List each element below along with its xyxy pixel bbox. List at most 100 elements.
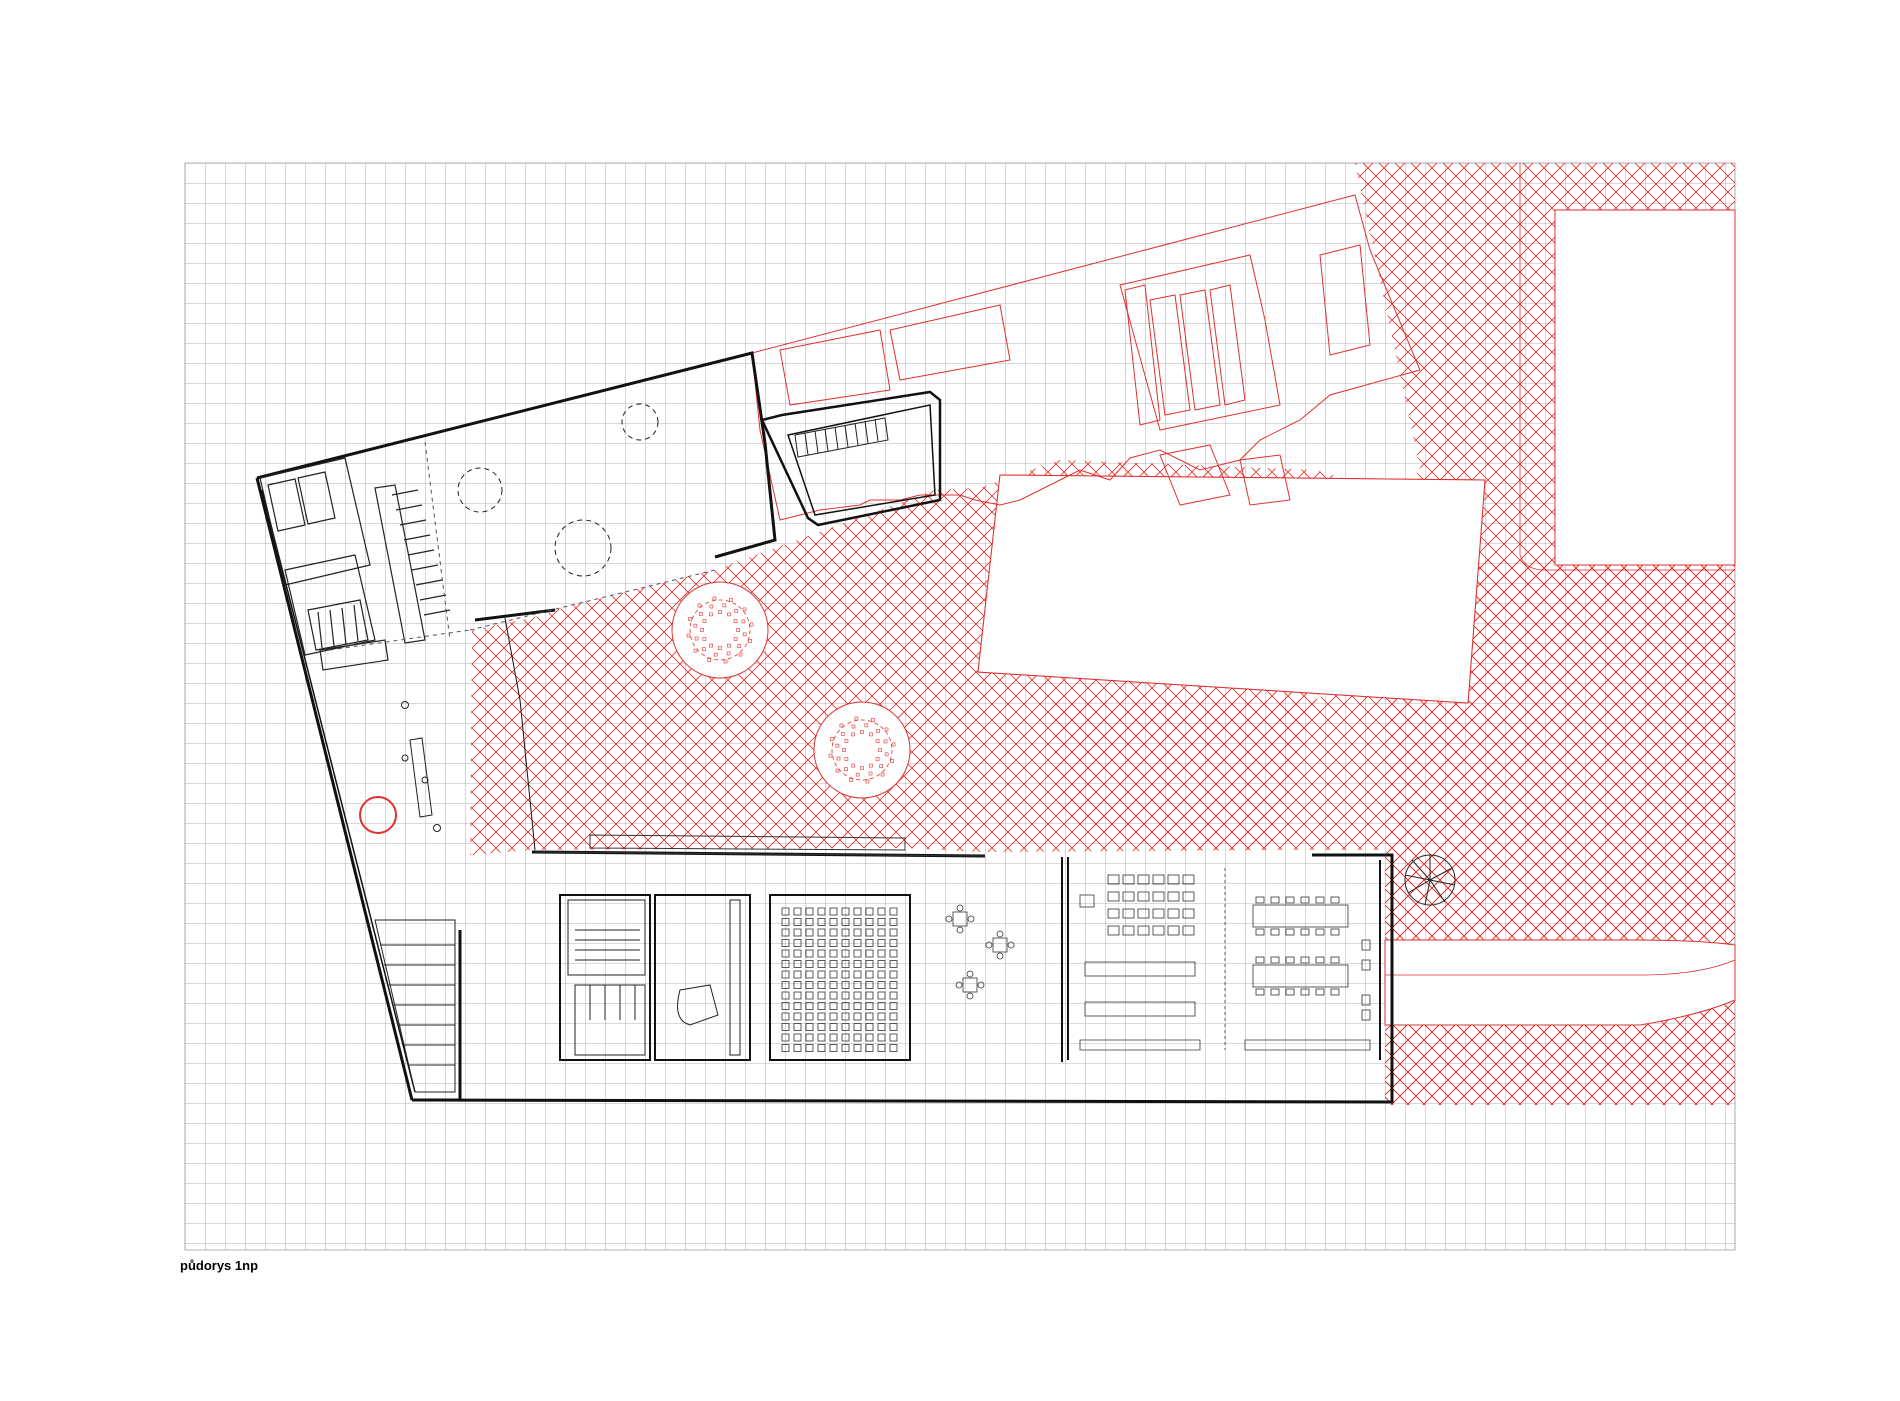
cafe-chair (966, 970, 974, 978)
auditorium-seat (877, 991, 886, 1000)
auditorium-seat (817, 939, 826, 947)
piano-room (677, 899, 741, 1056)
tree-leaf-mark (688, 617, 692, 621)
auditorium-seat (817, 1033, 826, 1042)
classroom-desk (1122, 925, 1135, 936)
tree-leaf-mark (709, 643, 713, 648)
auditorium-seat (805, 907, 814, 916)
auditorium-seat (829, 918, 838, 926)
tree-leaf-mark (723, 659, 728, 664)
tree-leaf-mark (742, 632, 747, 637)
auditorium-seat (793, 1033, 802, 1042)
tree-leaf-mark (841, 732, 845, 736)
classroom-desk (1137, 908, 1150, 919)
tree-leaf-mark (880, 772, 885, 777)
auditorium-seat (805, 991, 814, 1000)
tree-leaf-mark (844, 757, 849, 761)
tree-leaf-mark (891, 742, 896, 747)
auditorium-seat (805, 1012, 814, 1021)
tree-leaf-mark (855, 772, 860, 777)
tree-leaf-mark (748, 639, 752, 643)
tree-leaf-mark (865, 779, 870, 784)
tree-circle-2 (813, 701, 911, 799)
tree-circle-1 (671, 581, 769, 679)
auditorium-seat (889, 960, 898, 968)
auditorium-seat (877, 928, 886, 937)
classroom-desk (1167, 908, 1180, 919)
auditorium-seat (841, 949, 850, 958)
auditorium-seat (781, 1044, 790, 1052)
tree-leaf-mark (835, 743, 840, 748)
classroom-furniture (1079, 868, 1371, 1051)
tree-leaf-mark (875, 739, 880, 743)
tree-leaf-mark (842, 748, 846, 752)
auditorium-seat (865, 981, 874, 989)
tree-leaf-mark (702, 619, 707, 623)
stair-core (567, 899, 646, 1056)
auditorium-seat (889, 1023, 898, 1031)
auditorium-seat (781, 1012, 790, 1021)
auditorium-seat (781, 960, 790, 968)
tree-leaf-mark (849, 778, 853, 782)
road-cutout (1384, 939, 1736, 1026)
auditorium-seat (817, 1012, 826, 1021)
classroom-desk (1122, 891, 1135, 902)
auditorium-seat (889, 949, 898, 958)
right-block-cutout (1554, 209, 1736, 566)
auditorium-seat (853, 1002, 862, 1010)
auditorium-seat (841, 918, 850, 926)
spiral-stair (1404, 854, 1456, 906)
tree-leaf-mark (869, 732, 873, 737)
auditorium-seat (853, 1033, 862, 1042)
tree-leaf-mark (884, 727, 889, 732)
classroom-chair (1330, 988, 1340, 996)
auditorium-seat (853, 981, 862, 989)
auditorium-seat (865, 1044, 874, 1052)
auditorium-seat (889, 939, 898, 947)
auditorium-seat (781, 991, 790, 1000)
tree-leaf-mark (844, 767, 848, 771)
tree-leaf-mark (693, 623, 698, 628)
classroom-desk (1107, 925, 1120, 936)
existing-building-upper (751, 194, 1421, 521)
auditorium-seat (829, 960, 838, 968)
tree-leaf-mark (878, 748, 882, 752)
auditorium-seat (817, 949, 826, 958)
auditorium-seat (793, 928, 802, 937)
classroom-chair (1300, 956, 1310, 964)
classroom-chair (1330, 896, 1340, 904)
auditorium-seat (877, 1023, 886, 1031)
tree-leaf-mark (835, 768, 840, 773)
classroom-desk (1152, 891, 1165, 902)
dashed-zone-lines (329, 441, 716, 651)
auditorium-seat (853, 918, 862, 926)
auditorium-seat (841, 1023, 850, 1031)
auditorium-seat (853, 907, 862, 916)
classroom-chair (1285, 988, 1295, 996)
tree-leaf-mark (712, 596, 717, 601)
classroom-table (1252, 904, 1349, 928)
auditorium-seat (841, 928, 850, 937)
tree-leaf-mark (699, 612, 703, 616)
bench-strip (534, 834, 986, 857)
cafe-chair (956, 926, 964, 934)
lobby-furniture (401, 701, 441, 832)
auditorium-seat (829, 1033, 838, 1042)
lower-left-stair (374, 919, 456, 1093)
classroom-chair (1270, 928, 1280, 936)
auditorium-seat (853, 939, 862, 947)
classroom-desk (1182, 874, 1195, 885)
tree-leaf-mark (693, 648, 698, 653)
service-rooms (259, 457, 451, 671)
auditorium-seat (817, 907, 826, 916)
auditorium-seat (889, 907, 898, 916)
auditorium-seat (877, 1012, 886, 1021)
auditorium-seat (781, 907, 790, 916)
tree-leaf-mark (883, 739, 888, 744)
tree-leaf-mark (727, 612, 731, 617)
tree-leaf-mark (697, 603, 702, 608)
auditorium-seat (841, 1002, 850, 1010)
auditorium-seat (853, 928, 862, 937)
classroom-chair (1300, 988, 1310, 996)
classroom-chair (1315, 928, 1325, 936)
